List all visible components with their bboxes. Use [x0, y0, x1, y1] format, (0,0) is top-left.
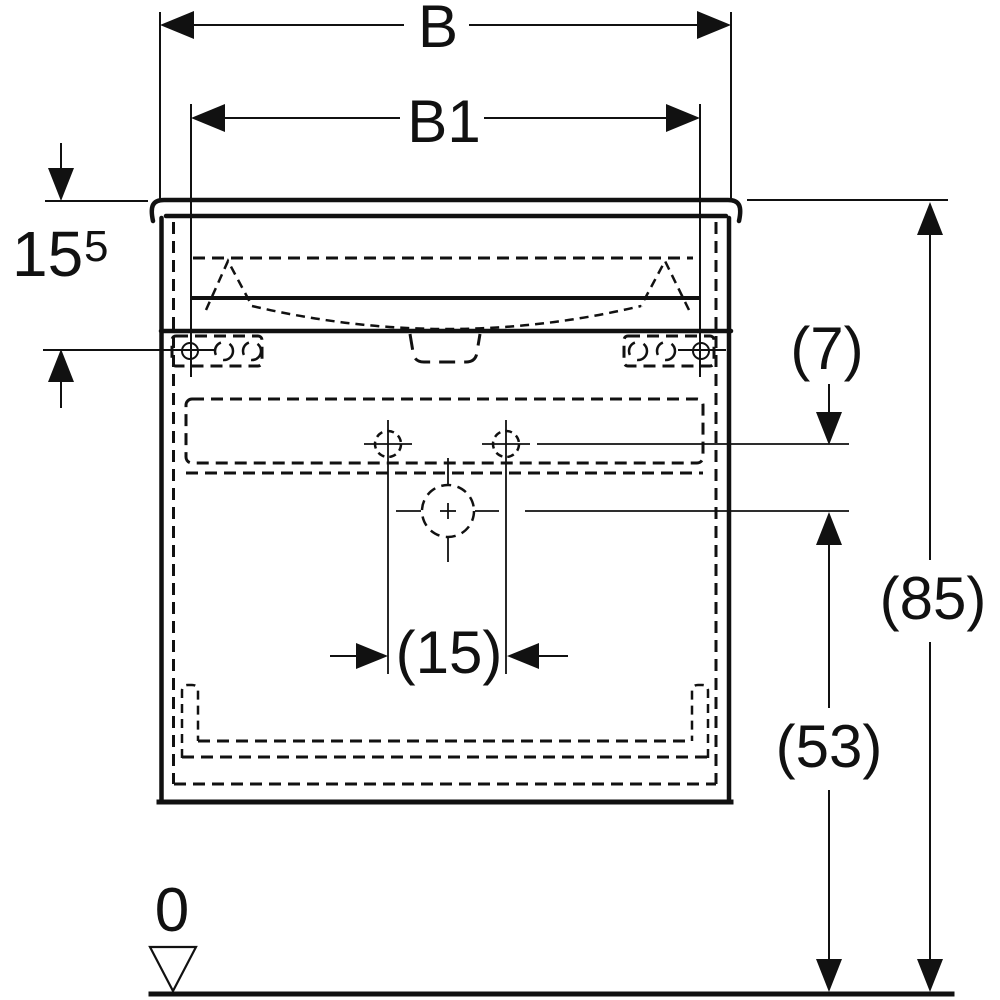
datum-zero-label: 0	[155, 876, 189, 945]
rim-height-arrowhead-up-icon	[917, 202, 943, 235]
b1-arrowhead-right-icon	[666, 104, 700, 132]
bracket-left-hole-2-hidden	[241, 340, 263, 362]
basin-overflow-left-hidden	[204, 258, 254, 311]
b-arrowhead-left-icon	[160, 11, 194, 39]
floor-and-datum: 0	[148, 876, 955, 997]
supply-connection-left	[364, 420, 412, 674]
basin-height-arrowhead-down-icon	[48, 168, 74, 201]
hidden-basin-lines	[172, 222, 718, 784]
drawer-outline	[184, 397, 705, 475]
supply-connection-right	[482, 420, 849, 674]
mounting-bracket-right	[622, 334, 726, 368]
cabinet-outline	[156, 215, 734, 805]
rim-height-arrowhead-down-icon	[917, 959, 943, 992]
drawer-box-hidden	[184, 397, 705, 465]
basin-height-label: 15	[12, 218, 83, 290]
bracket-right-hole-1-hidden	[627, 340, 649, 362]
basin-bowl-curve-hidden	[251, 304, 642, 331]
bracket-right-hole-2-hidden	[655, 340, 677, 362]
dimension-rim-height: (85)	[747, 199, 987, 992]
supply-offset-label: (7)	[790, 315, 863, 382]
datum-triangle-icon	[148, 945, 198, 994]
b1-label: B1	[407, 88, 480, 155]
supply-offset-arrowhead-down-icon	[816, 412, 842, 445]
rim-height-label: (85)	[880, 565, 987, 632]
dimension-supply-offset: (7)	[790, 315, 864, 445]
dimension-basin-height: 15 5	[12, 143, 216, 408]
b-label: B	[418, 0, 458, 60]
washbasin-outline	[149, 197, 743, 300]
bottom-channel-right-hidden	[690, 683, 710, 758]
fixing-bolt-left	[181, 342, 199, 360]
drain-connection	[396, 458, 849, 562]
supply-spacing-arrowhead-left-icon	[507, 643, 539, 669]
basin-height-superscript: 5	[84, 222, 108, 271]
drain-height-arrowhead-down-icon	[816, 959, 842, 992]
supply-spacing-label: (15)	[396, 619, 503, 686]
drain-height-label: (53)	[776, 713, 883, 780]
basin-height-arrowhead-up-icon	[48, 349, 74, 382]
dimension-b: B	[159, 0, 732, 199]
cabinet-bottom-structure	[174, 683, 716, 786]
bracket-left-hole-1-hidden	[213, 340, 235, 362]
basin-overflow-right-hidden	[639, 258, 691, 311]
b1-arrowhead-left-icon	[191, 104, 225, 132]
drain-cup-hidden	[408, 333, 482, 364]
mounting-bracket-left	[170, 334, 264, 368]
drain-height-arrowhead-up-icon	[816, 512, 842, 545]
dimension-supply-spacing: (15)	[330, 619, 568, 686]
bottom-channel-left-hidden	[180, 683, 200, 758]
washbasin-top-rim	[149, 197, 743, 224]
b-arrowhead-right-icon	[697, 11, 731, 39]
supply-spacing-arrowhead-right-icon	[356, 643, 388, 669]
dimension-b1: B1	[190, 88, 701, 377]
dimension-drain-height: (53)	[776, 512, 883, 992]
